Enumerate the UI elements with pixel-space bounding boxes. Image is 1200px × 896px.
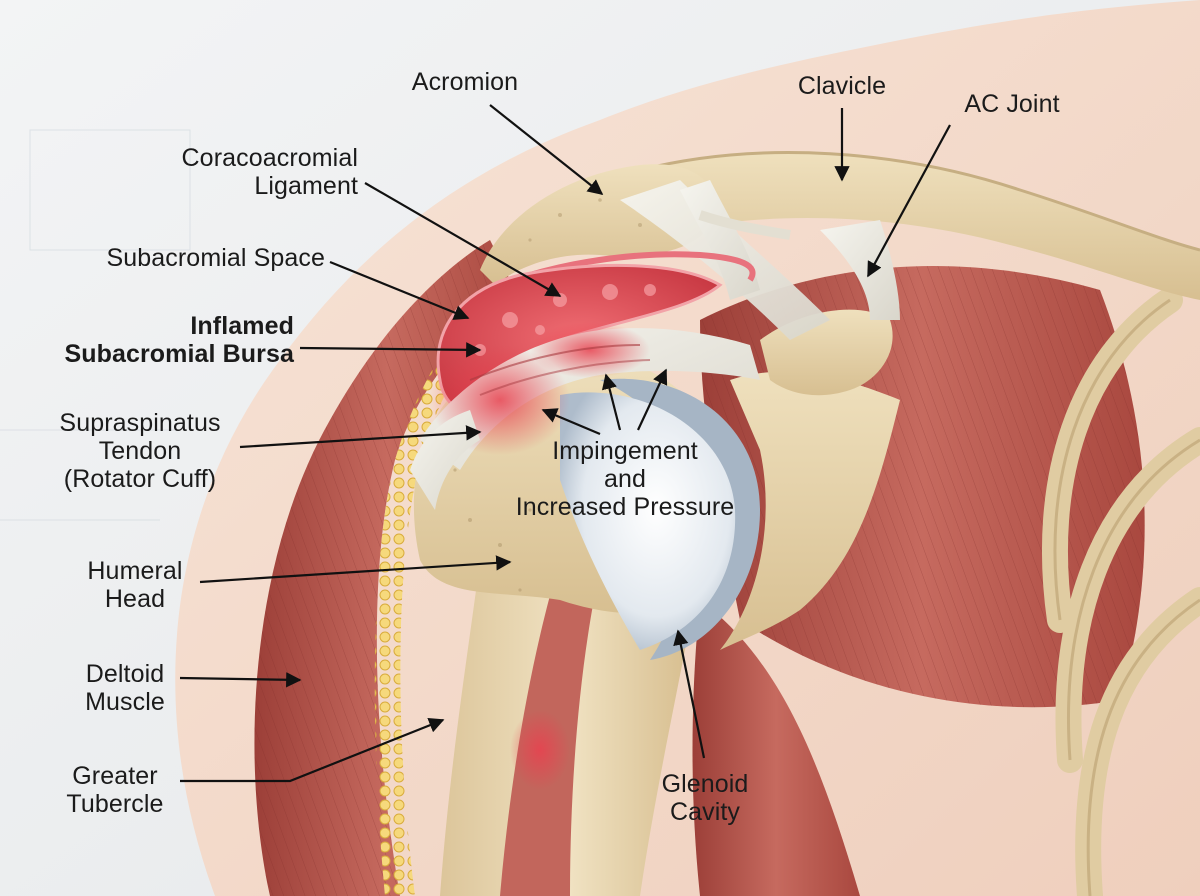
label-acromion: Acromion — [411, 68, 519, 96]
label-ac-joint: AC Joint — [964, 90, 1060, 118]
label-subacromial-space: Subacromial Space — [106, 244, 325, 272]
label-coracoacromial-ligament: Coracoacromial Ligament — [181, 144, 358, 200]
label-glenoid-cavity: Glenoid Cavity — [661, 770, 749, 826]
label-supraspinatus-tendon: Supraspinatus Tendon (Rotator Cuff) — [59, 409, 221, 493]
label-clavicle: Clavicle — [797, 72, 887, 100]
label-humeral-head: Humeral Head — [87, 557, 183, 613]
label-impingement-pressure: Impingement and Increased Pressure — [515, 437, 735, 521]
label-greater-tubercle: Greater Tubercle — [66, 762, 164, 818]
label-inflamed-subacromial-bursa: Inflamed Subacromial Bursa — [64, 312, 294, 368]
label-deltoid-muscle: Deltoid Muscle — [85, 660, 165, 716]
